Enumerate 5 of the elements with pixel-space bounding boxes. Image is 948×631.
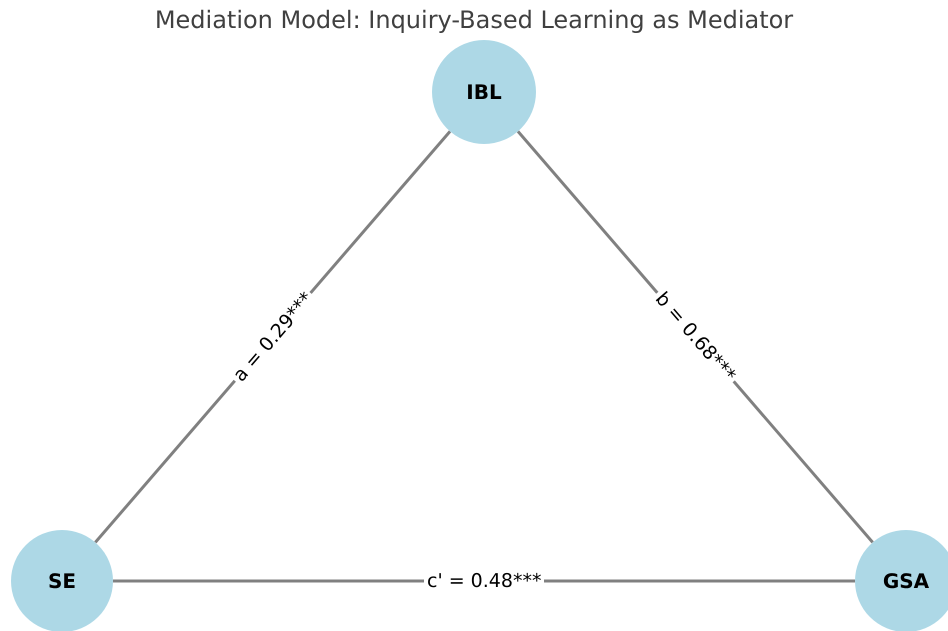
diagram-title: Mediation Model: Inquiry-Based Learning as Mediator xyxy=(154,6,794,34)
node-label: GSA xyxy=(882,569,930,593)
node-label: SE xyxy=(48,569,76,593)
node-label: IBL xyxy=(466,80,502,104)
node-circle xyxy=(855,530,948,631)
